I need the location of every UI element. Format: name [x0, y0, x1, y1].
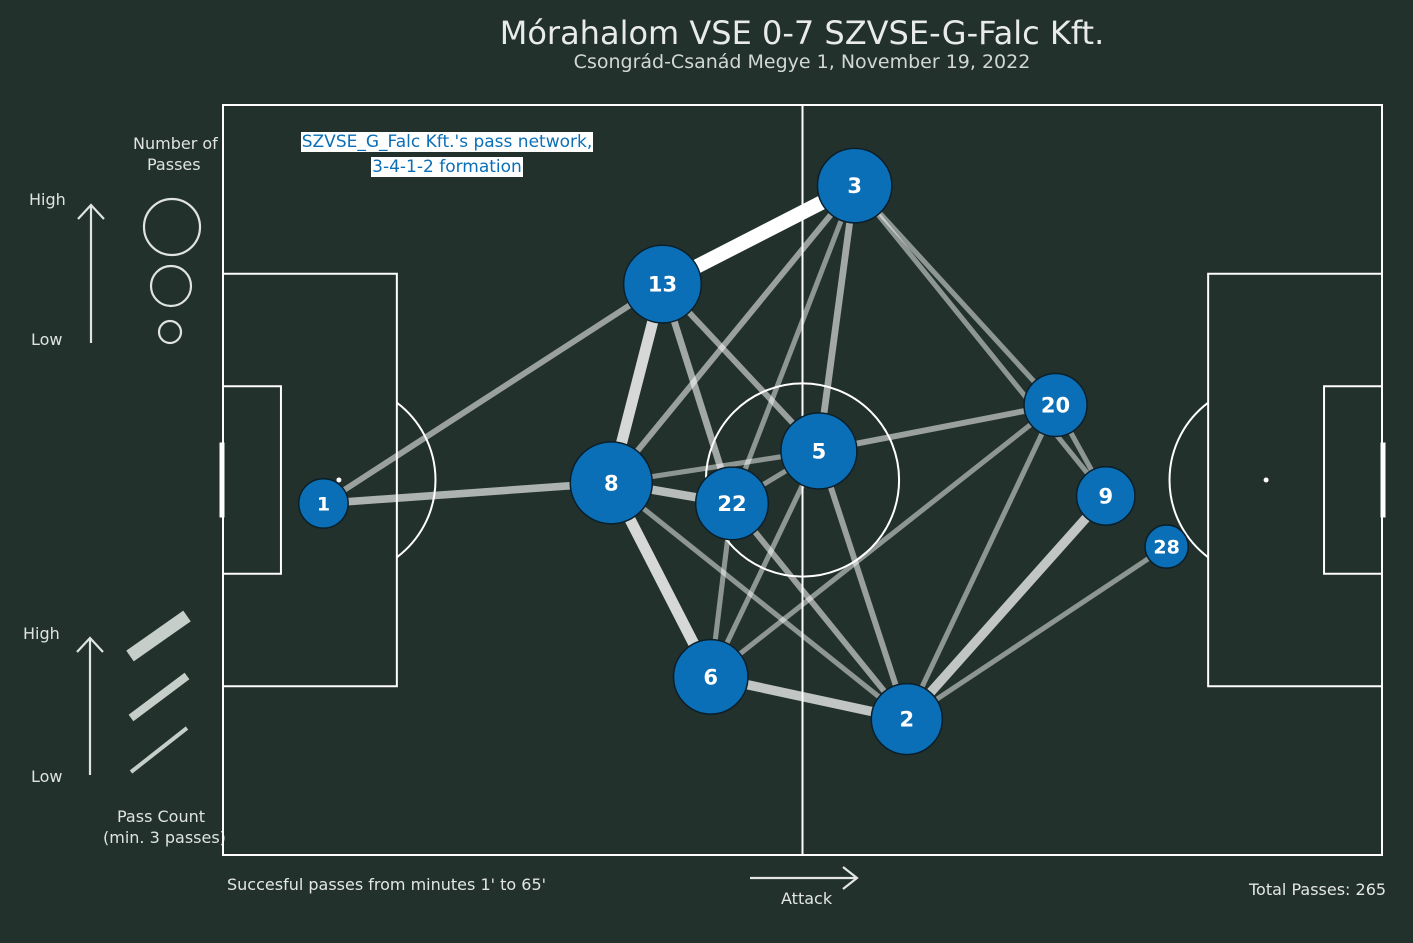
player-label-2: 2 [899, 708, 914, 732]
legend-node-small [157, 319, 183, 345]
pass-edge-3-9 [852, 184, 1108, 498]
total-passes: Total Passes: 265 [1249, 880, 1387, 899]
legend-nodes-high: High [29, 190, 66, 209]
legend-nodes-low: Low [31, 330, 63, 349]
network-title: SZVSE_G_Falc Kft.'s pass network, 3-4-1-… [298, 130, 596, 180]
right-six-yard-box [1323, 385, 1384, 575]
legend-node-large [142, 197, 202, 257]
legend-nodes-title-line2: Passes [147, 155, 201, 174]
player-node-5 [780, 412, 858, 490]
pass-edge-3-8 [608, 183, 857, 485]
pass-edges [321, 179, 1169, 724]
legend-edge-thick [126, 610, 191, 662]
player-label-8: 8 [604, 471, 619, 495]
player-node-9 [1075, 465, 1136, 526]
legend-node-medium [149, 264, 193, 308]
legend-edge-medium [128, 672, 190, 722]
player-node-3 [816, 147, 893, 224]
player-label-22: 22 [717, 492, 746, 516]
player-label-13: 13 [648, 273, 677, 297]
attack-label: Attack [781, 889, 833, 908]
player-node-1 [297, 477, 349, 529]
pass-edge-20-6 [709, 402, 1058, 679]
legend-edge-thin [129, 726, 189, 774]
player-label-28: 28 [1153, 536, 1179, 558]
left-penalty-spot [336, 477, 342, 483]
minutes-note: Succesful passes from minutes 1' to 65' [227, 875, 547, 894]
legend-edges-title-line2: (min. 3 passes) [103, 828, 226, 847]
legend-edges-high: High [23, 624, 60, 643]
left-six-yard-box [222, 385, 282, 575]
pass-edge-8-2 [609, 480, 909, 722]
network-title-line2: 3-4-1-2 formation [371, 157, 523, 177]
player-node-13 [622, 244, 703, 324]
right-penalty-arc [1168, 401, 1209, 559]
attack-arrow [750, 866, 859, 890]
left-penalty-arc [396, 401, 437, 559]
right-penalty-box [1207, 272, 1384, 688]
pass-edge-20-2 [904, 403, 1058, 721]
player-nodes: 1 8 13 3 5 22 6 2 20 9 28 [297, 147, 1189, 756]
right-penalty-spot [1263, 477, 1269, 483]
legend-graphics [76, 197, 202, 775]
pass-edge-5-2 [816, 450, 910, 720]
pass-edge-3-22 [729, 184, 858, 505]
player-node-20 [1023, 372, 1088, 438]
player-node-28 [1144, 524, 1189, 569]
player-label-1: 1 [317, 493, 330, 515]
pass-edge-3-5 [815, 185, 859, 452]
legend-nodes-title-line1: Number of [133, 134, 218, 153]
player-node-6 [672, 638, 749, 715]
left-penalty-box [222, 272, 398, 688]
chart-title: Mórahalom VSE 0-7 SZVSE-G-Falc Kft. [499, 14, 1105, 52]
pass-edge-2-9 [903, 492, 1110, 723]
player-label-3: 3 [847, 174, 862, 198]
network-title-line1: SZVSE_G_Falc Kft.'s pass network, [300, 132, 594, 152]
pass-edge-1-8 [323, 479, 612, 508]
pass-edge-3-20 [852, 183, 1058, 407]
pass-edge-2-28 [905, 544, 1169, 722]
legend-node-arrow-head [77, 203, 105, 220]
player-label-9: 9 [1098, 484, 1113, 508]
chart-subtitle: Csongrád-Csanád Megye 1, November 19, 20… [573, 51, 1031, 73]
player-node-8 [569, 441, 654, 525]
player-node-22 [694, 466, 770, 541]
player-label-20: 20 [1041, 394, 1070, 418]
pass-edge-5-20 [818, 402, 1057, 454]
player-node-2 [870, 682, 944, 756]
player-label-6: 6 [703, 665, 718, 689]
legend-edges-title-line1: Pass Count [117, 807, 206, 826]
pass-edge-5-6 [708, 449, 822, 678]
pass-edge-13-1 [321, 281, 665, 506]
legend-edges-low: Low [31, 767, 63, 786]
player-label-5: 5 [812, 439, 827, 463]
pass-edge-22-2 [729, 501, 910, 721]
legend-edge-arrow-head [76, 636, 104, 653]
